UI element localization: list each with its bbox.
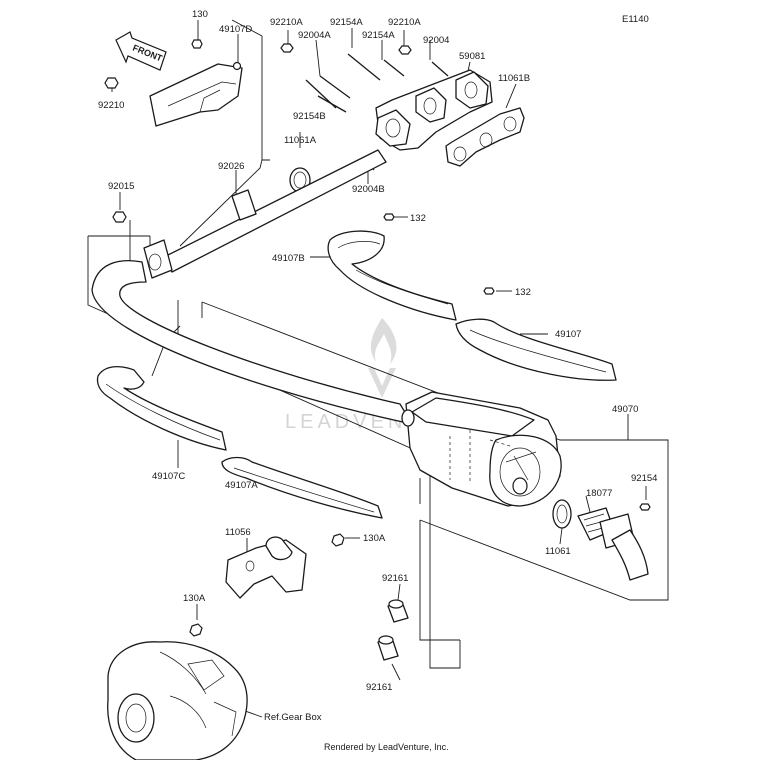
diagram-id: E1140 bbox=[622, 14, 649, 25]
label-49070: 49070 bbox=[612, 404, 638, 415]
label-49107d: 49107D bbox=[219, 24, 252, 35]
bracket-11056 bbox=[189, 533, 345, 637]
label-49107a: 49107A bbox=[225, 480, 258, 491]
label-11056: 11056 bbox=[225, 527, 251, 538]
rubber-mount-lower bbox=[377, 635, 399, 661]
tail-pipe-18077 bbox=[577, 503, 651, 581]
label-49107c: 49107C bbox=[152, 471, 185, 482]
label-11061a: 11061A bbox=[284, 135, 317, 146]
heat-shield-49107a bbox=[221, 456, 383, 519]
label-132-1: 132 bbox=[410, 213, 426, 224]
label-92154a-1: 92154A bbox=[330, 17, 363, 28]
label-92026: 92026 bbox=[218, 161, 244, 172]
heat-shield-49107 bbox=[455, 318, 617, 381]
heat-shield-49107b bbox=[327, 230, 457, 321]
label-92154a-2: 92154A bbox=[362, 30, 395, 41]
muffler-49070 bbox=[401, 391, 562, 507]
heat-shield-49107d bbox=[149, 61, 243, 127]
label-92210: 92210 bbox=[98, 100, 124, 111]
label-59081: 59081 bbox=[459, 51, 485, 62]
label-49107b: 49107B bbox=[272, 253, 305, 264]
front-arrow: FRONT bbox=[115, 31, 167, 71]
exhaust-manifold bbox=[280, 43, 493, 171]
label-130a-2: 130A bbox=[183, 593, 206, 604]
footer-credit: Rendered by LeadVenture, Inc. bbox=[324, 742, 449, 752]
label-92210a-2: 92210A bbox=[388, 17, 421, 28]
label-92004b: 92004B bbox=[352, 184, 385, 195]
ref-gear-box-label: Ref.Gear Box bbox=[264, 712, 322, 723]
heat-shield-49107c bbox=[96, 365, 227, 451]
label-92210a-1: 92210A bbox=[270, 17, 303, 28]
label-92015: 92015 bbox=[108, 181, 134, 192]
label-49107: 49107 bbox=[555, 329, 581, 340]
main-exhaust-pipe bbox=[91, 260, 413, 425]
label-130: 130 bbox=[192, 9, 208, 20]
label-132-2: 132 bbox=[515, 287, 531, 298]
label-92004a: 92004A bbox=[298, 30, 331, 41]
label-11061b: 11061B bbox=[498, 73, 530, 84]
gear-box bbox=[107, 641, 248, 760]
label-18077: 18077 bbox=[586, 488, 612, 499]
front-pipe bbox=[112, 149, 495, 295]
label-11061: 11061 bbox=[545, 546, 571, 557]
gasket-11061b bbox=[445, 107, 525, 167]
label-92161-1: 92161 bbox=[382, 573, 408, 584]
label-130a-1: 130A bbox=[363, 533, 386, 544]
label-92004: 92004 bbox=[423, 35, 449, 46]
part-labels: 130 49107D 92210A 92154A 92210A 92004A 9… bbox=[98, 9, 657, 723]
gasket-11061 bbox=[552, 499, 572, 529]
label-92161-2: 92161 bbox=[366, 682, 392, 693]
rubber-mount-upper bbox=[387, 599, 409, 623]
label-92154b: 92154B bbox=[293, 111, 326, 122]
label-92154: 92154 bbox=[631, 473, 657, 484]
bolts-top-left bbox=[104, 39, 203, 89]
